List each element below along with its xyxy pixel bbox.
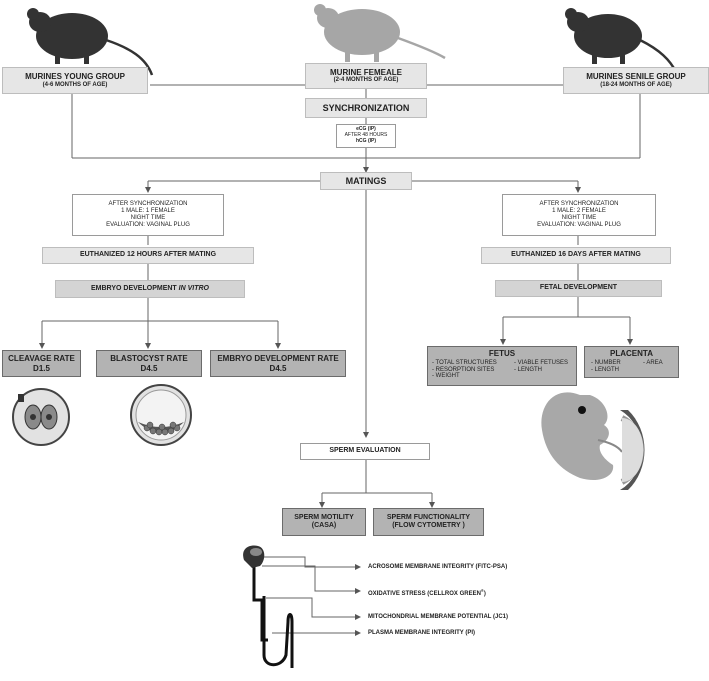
left-protocol-line-1: AFTER SYNCHRONIZATION	[108, 201, 188, 208]
sperm-icon	[252, 565, 294, 668]
placenta-item: - AREA	[643, 360, 663, 366]
sync-line-1: eCG (IP)	[356, 126, 376, 133]
placenta-item: - NUMBER	[591, 360, 621, 366]
sperm-functionality-title: SPERM FUNCTIONALITY	[386, 513, 471, 521]
embryo-development-italic: IN VITRO	[178, 284, 209, 292]
embryo-rate-title: EMBRYO DEVELOPMENT RATE	[217, 354, 339, 364]
blastocyst-rate-title: BLASTOCYST RATE	[110, 354, 188, 364]
placenta-box: PLACENTA - NUMBER - LENGTH - AREA	[584, 346, 679, 378]
fetus-item: - WEIGHT	[432, 373, 460, 380]
sperm-motility-title: SPERM MOTILITY	[294, 513, 354, 521]
fetus-item: - VIABLE FETUSES	[514, 360, 569, 366]
young-group-title: MURINES YOUNG GROUP	[25, 72, 125, 82]
fetal-development-text: FETAL DEVELOPMENT	[539, 284, 618, 292]
left-protocol-box: AFTER SYNCHRONIZATION 1 MALE: 1 FEMALE N…	[72, 194, 224, 236]
fetus-col-2: - VIABLE FETUSES - LENGTH	[514, 360, 568, 373]
sync-line-2: AFTER 48 HOURS	[344, 132, 388, 139]
embryo-development-box: EMBRYO DEVELOPMENT IN VITRO	[55, 280, 245, 298]
right-protocol-line-1: AFTER SYNCHRONIZATION	[539, 201, 619, 208]
fetus-item: - RESORPTION SITES	[432, 366, 495, 373]
sperm-functionality-sub: (FLOW CYTOMETRY )	[392, 522, 465, 529]
placenta-col-2: - AREA	[643, 360, 663, 367]
fetus-col-1: - TOTAL STRUCTURES - RESORPTION SITES - …	[432, 360, 497, 380]
sperm-motility-sub: (CASA)	[311, 522, 337, 529]
plasma-membrane-label: PLASMA MEMBRANE INTEGRITY (PI)	[368, 630, 476, 636]
acrosome-label: ACROSOME MEMBRANE INTEGRITY (FITC-PSA)	[368, 564, 508, 570]
matings-box: MATINGS	[320, 172, 412, 190]
right-protocol-line-4: EVALUATION: VAGINAL PLUG	[537, 221, 621, 228]
female-age: (2-4 MONTHS OF AGE)	[333, 77, 399, 84]
senile-group-title: MURINES SENILE GROUP	[586, 72, 686, 82]
left-protocol-line-4: EVALUATION: VAGINAL PLUG	[106, 221, 190, 228]
mitochondrial-label: MITOCHONDRIAL MEMBRANE POTENTIAL (JC1)	[368, 614, 509, 620]
sperm-evaluation-title: SPERM EVALUATION	[329, 447, 401, 455]
right-protocol-box: AFTER SYNCHRONIZATION 1 MALE: 2 FEMALE N…	[502, 194, 656, 236]
embryo-development-text: EMBRYO DEVELOPMENT	[91, 284, 179, 292]
synchronization-title: SYNCHRONIZATION	[322, 102, 410, 113]
young-mouse-icon	[27, 8, 154, 76]
fetus-title: FETUS	[488, 349, 516, 358]
sperm-evaluation-box: SPERM EVALUATION	[300, 443, 430, 460]
senile-group-age: (18-24 MONTHS OF AGE)	[600, 81, 672, 88]
left-protocol-line-3: NIGHT TIME	[130, 215, 166, 221]
sperm-functionality-box: SPERM FUNCTIONALITY (FLOW CYTOMETRY )	[373, 508, 484, 536]
sperm-head-icon	[243, 545, 265, 568]
placenta-title: PLACENTA	[610, 349, 653, 358]
blastocyst-icon	[130, 384, 192, 446]
matings-title: MATINGS	[345, 175, 387, 186]
right-protocol-line-2: 1 MALE: 2 FEMALE	[552, 208, 606, 215]
senile-mouse-icon	[565, 8, 678, 73]
senile-group-box: MURINES SENILE GROUP (18-24 MONTHS OF AG…	[563, 67, 709, 94]
fetus-item: - TOTAL STRUCTURES	[432, 360, 497, 366]
embryo-rate-box: EMBRYO DEVELOPMENT RATE D4.5	[210, 350, 346, 377]
cleavage-rate-title: CLEAVAGE RATE	[8, 354, 75, 364]
fetus-placenta-icon	[541, 392, 645, 490]
euthanized-left-box: EUTHANIZED 12 HOURS AFTER MATING	[42, 247, 254, 264]
blastocyst-rate-day: D4.5	[140, 363, 158, 373]
oxidative-label: OXIDATIVE STRESS (CELLROX GREEN®)	[368, 588, 486, 597]
trademark-mark: ®	[480, 588, 484, 593]
oxidative-label-text: OXIDATIVE STRESS (CELLROX GREEN	[368, 591, 481, 597]
euthanized-right-box: EUTHANIZED 16 DAYS AFTER MATING	[481, 247, 671, 264]
cleavage-rate-box: CLEAVAGE RATE D1.5	[2, 350, 81, 377]
sync-line-3: hCG (IP)	[356, 137, 376, 144]
fetal-development-box: FETAL DEVELOPMENT	[495, 280, 662, 297]
placenta-col-1: - NUMBER - LENGTH	[591, 360, 621, 373]
fetus-item: - LENGTH	[514, 366, 543, 373]
right-protocol-line-3: NIGHT TIME	[561, 215, 597, 221]
synchronization-protocol-box: eCG (IP) AFTER 48 HOURS hCG (IP)	[336, 124, 396, 148]
young-group-age: (4-6 MONTHS OF AGE)	[42, 81, 108, 88]
left-protocol-line-2: 1 MALE: 1 FEMALE	[121, 208, 175, 215]
synchronization-box: SYNCHRONIZATION	[305, 98, 427, 118]
embryo-rate-day: D4.5	[269, 363, 287, 373]
blastocyst-rate-box: BLASTOCYST RATE D4.5	[96, 350, 202, 377]
placenta-item: - LENGTH	[591, 366, 620, 373]
fetus-box: FETUS - TOTAL STRUCTURES - RESORPTION SI…	[427, 346, 577, 386]
euthanized-left-text: EUTHANIZED 12 HOURS AFTER MATING	[79, 251, 217, 259]
sperm-motility-box: SPERM MOTILITY (CASA)	[282, 508, 366, 536]
cleavage-rate-day: D1.5	[33, 363, 50, 373]
young-group-box: MURINES YOUNG GROUP (4-6 MONTHS OF AGE)	[2, 67, 148, 94]
female-mouse-icon	[314, 4, 446, 62]
female-title: MURINE FEMEALE	[330, 67, 402, 77]
euthanized-right-text: EUTHANIZED 16 DAYS AFTER MATING	[511, 251, 641, 259]
female-box: MURINE FEMEALE (2-4 MONTHS OF AGE)	[305, 63, 427, 89]
two-cell-embryo-icon	[12, 388, 70, 446]
